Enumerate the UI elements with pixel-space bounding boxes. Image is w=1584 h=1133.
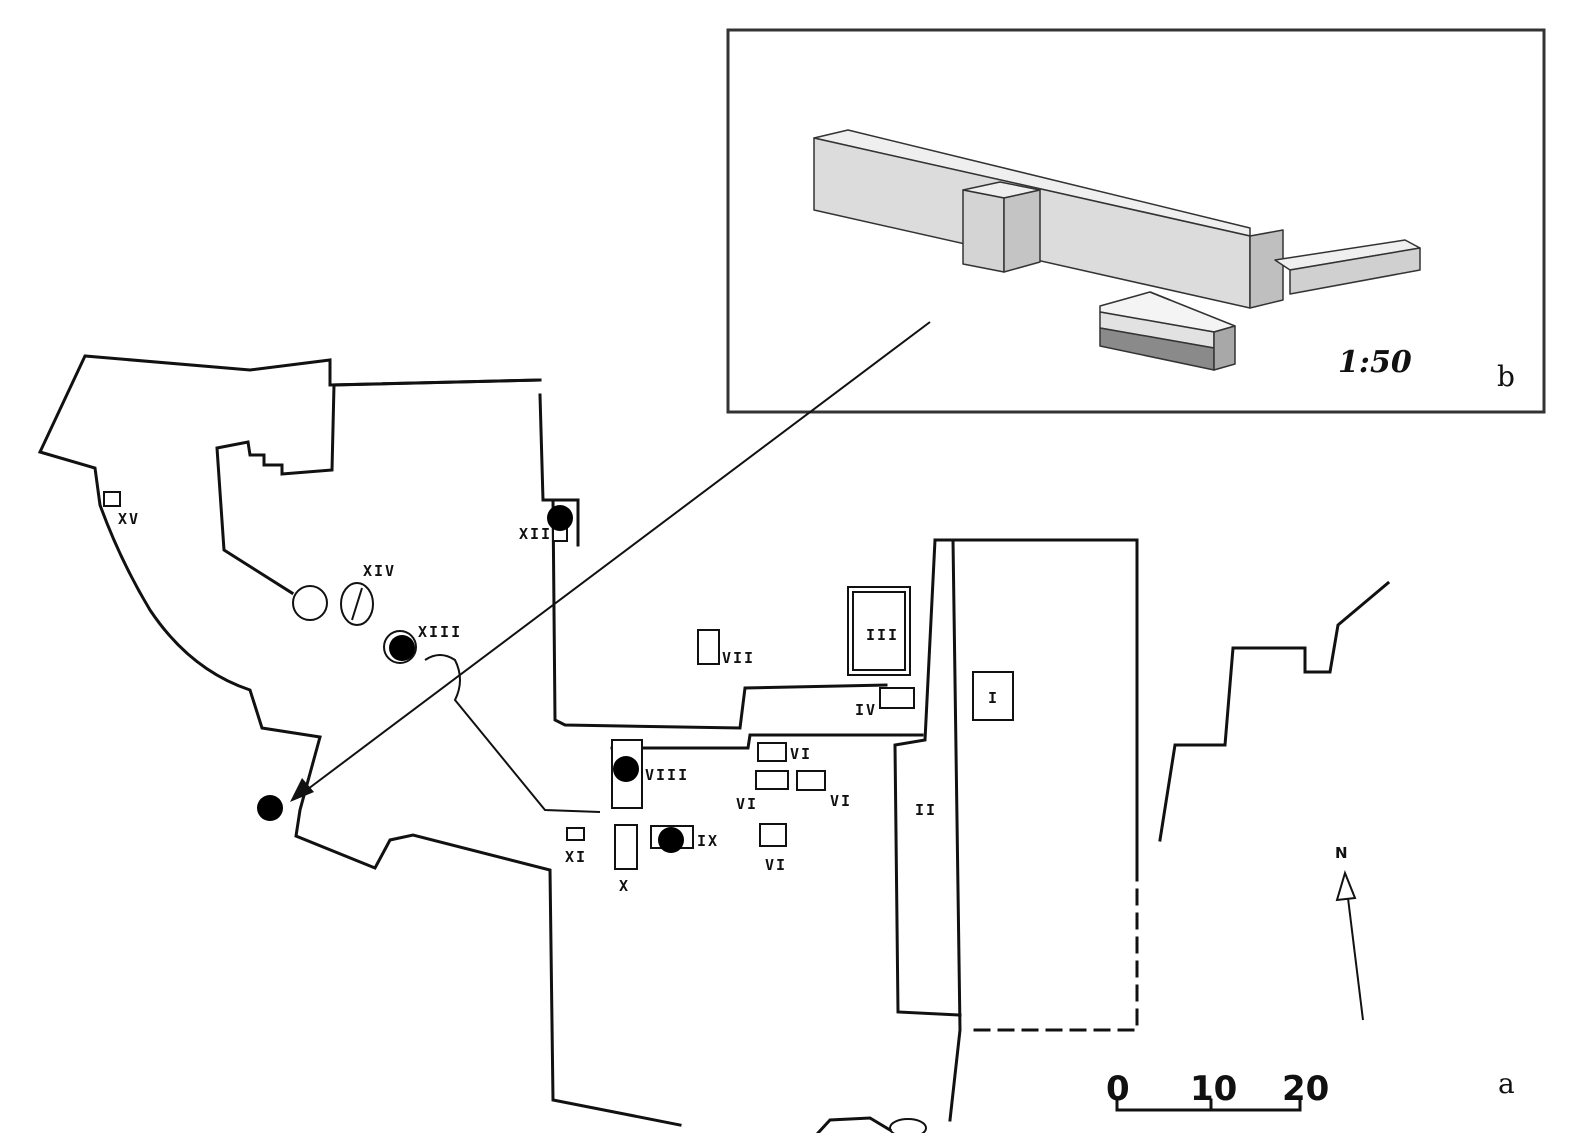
label-vi-b: VI (736, 795, 758, 813)
room-i (972, 671, 1014, 721)
room-vi-c (796, 770, 826, 791)
enclosure-wall-west (215, 378, 542, 596)
room-vi-d (759, 823, 787, 847)
inset-panel: 1:50 b (726, 28, 1546, 414)
label-xiii: XIII (418, 623, 462, 641)
wall-3d-model (813, 129, 1421, 371)
label-vi-a: VI (790, 745, 812, 763)
find-marker-west (257, 795, 283, 821)
scale-tick-10: 10 (1190, 1069, 1237, 1109)
room-xiv-a (292, 585, 328, 621)
room-iii (847, 586, 911, 676)
north-arrow: N (1335, 844, 1364, 1021)
label-ii: II (915, 801, 937, 819)
complex-ii-wall (893, 538, 962, 1017)
complex-i-wall (933, 538, 962, 1122)
find-marker-xii (547, 505, 573, 531)
label-viii: VIII (645, 766, 689, 784)
room-xv (103, 491, 121, 507)
panel-letter-a: a (1498, 1067, 1515, 1100)
label-iv: IV (855, 701, 877, 719)
room-iii-inner (852, 591, 906, 671)
find-marker-viii (613, 756, 639, 782)
label-x: X (619, 877, 630, 895)
label-vi-c: VI (830, 792, 852, 810)
north-label: N (1335, 844, 1348, 862)
inset-scale-ratio: 1:50 (1338, 345, 1412, 380)
enclosure-wall-inner (538, 393, 888, 730)
south-wall (815, 1116, 893, 1133)
room-x (614, 824, 638, 870)
room-xiv-b-divider (351, 587, 363, 621)
room-vi-b (755, 770, 789, 790)
find-marker-ix (658, 827, 684, 853)
label-iii: III (866, 626, 899, 644)
label-xiv: XIV (363, 562, 396, 580)
room-fragment-south (889, 1118, 927, 1133)
wall-segment-viii (610, 733, 924, 750)
scale-tick-0: 0 (1106, 1069, 1130, 1109)
label-ix: IX (697, 832, 719, 850)
label-xii: XII (519, 525, 552, 543)
complex-i-dashed (963, 888, 1139, 1032)
room-iv (879, 687, 915, 709)
path-to-xiii (424, 654, 601, 813)
scale-tick-20: 20 (1282, 1069, 1329, 1109)
room-xi (566, 827, 585, 841)
label-i: I (988, 689, 999, 707)
label-xi: XI (565, 848, 587, 866)
scale-bar: 0 10 20 (1106, 1069, 1329, 1112)
room-vi-a (757, 742, 787, 762)
room-vii (697, 629, 720, 665)
label-xv: XV (118, 510, 140, 528)
label-vii: VII (722, 649, 755, 667)
label-vi-d: VI (765, 856, 787, 874)
enclosure-wall-outer (37, 354, 682, 1127)
callout-arrow (290, 321, 931, 802)
east-wall (1158, 580, 1391, 842)
complex-i-outer (951, 538, 1139, 882)
wall-xii-niche (545, 498, 580, 547)
find-marker-xiii (389, 635, 415, 661)
panel-letter-b: b (1497, 360, 1515, 393)
